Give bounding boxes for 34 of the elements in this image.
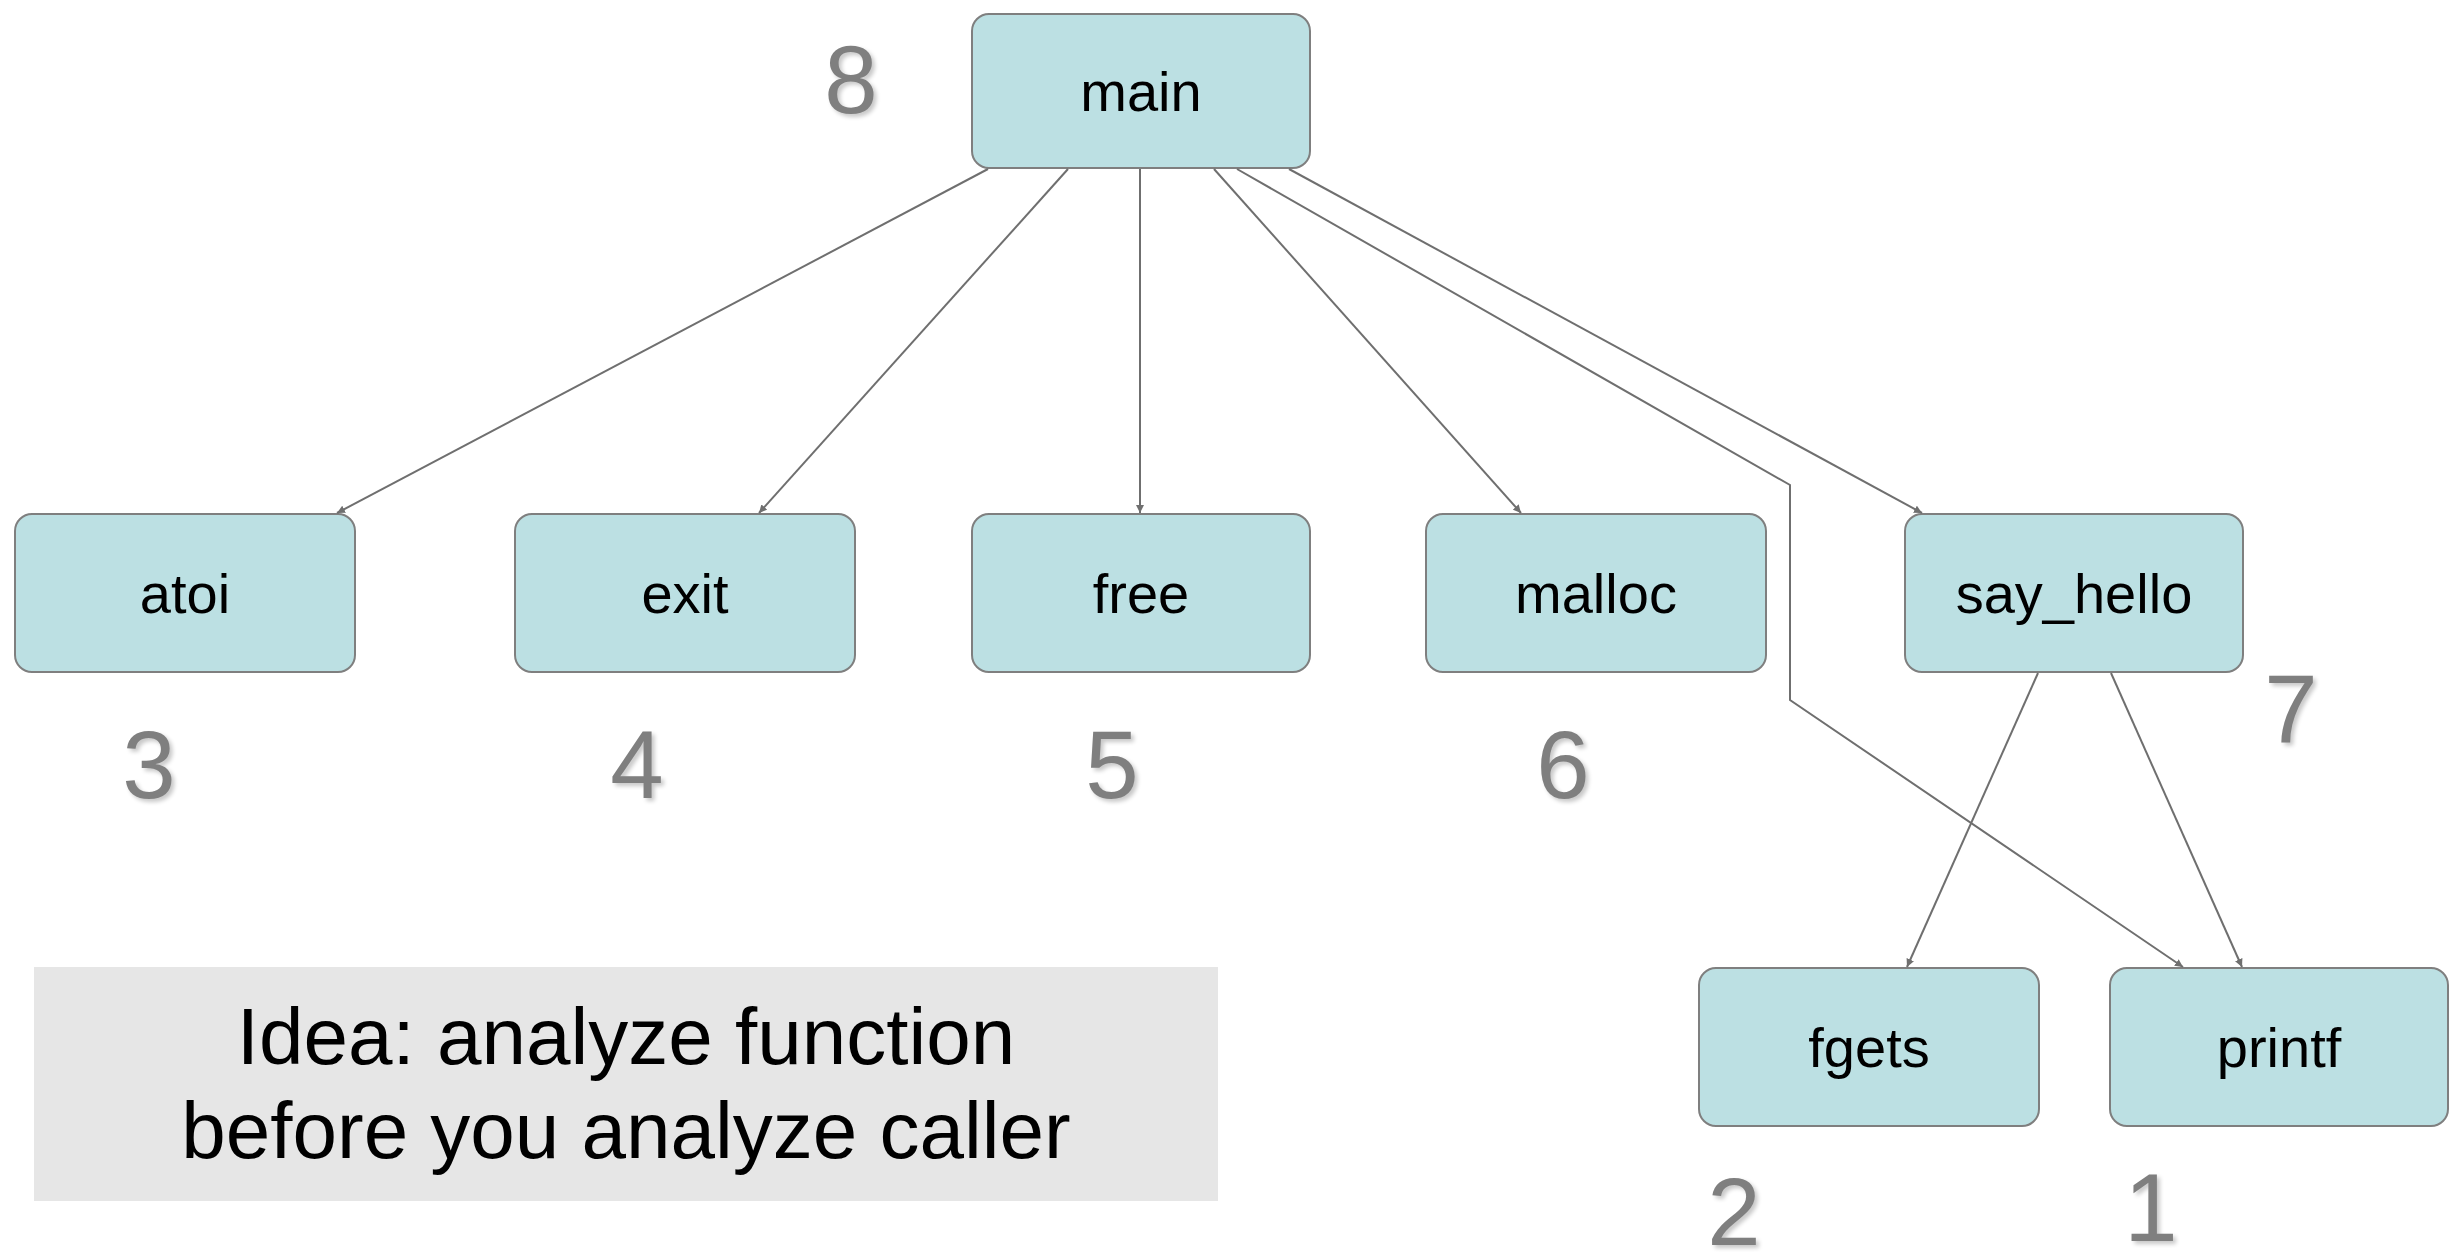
function-name: atoi [139,560,231,626]
function-box [1698,967,2040,1127]
function-name: say_hello [1955,560,2193,626]
call-arrow [1288,168,1923,514]
function-name: printf [2216,1014,2342,1080]
call-arrow [1136,168,1144,514]
call-arrow [1236,168,2184,968]
note-text: Idea: analyze function before you analyze caller [180,991,1072,1177]
function-name: malloc [1515,560,1677,626]
call-arrow [336,168,989,514]
function-box [2109,967,2449,1127]
call-arrow [2110,672,2243,968]
order-number: 5 [1085,717,1139,813]
function-name: exit [641,560,729,626]
call-arrow [758,168,1069,514]
order-number: 1 [2124,1160,2178,1256]
note-panel [34,967,1218,1201]
function-box [1425,513,1767,673]
call-arrow [1906,672,2039,968]
function-box [971,13,1311,169]
call-arrow [1213,168,1522,514]
order-number: 3 [122,717,176,813]
order-number: 6 [1536,717,1590,813]
function-box [1904,513,2244,673]
order-number: 4 [610,717,664,813]
order-number: 2 [1707,1164,1761,1257]
order-number: 7 [2264,661,2318,757]
function-name: main [1080,58,1202,124]
function-box [14,513,356,673]
function-box [971,513,1311,673]
function-name: fgets [1808,1014,1930,1080]
function-box [514,513,856,673]
order-number: 8 [824,32,878,128]
function-name: free [1092,560,1190,626]
